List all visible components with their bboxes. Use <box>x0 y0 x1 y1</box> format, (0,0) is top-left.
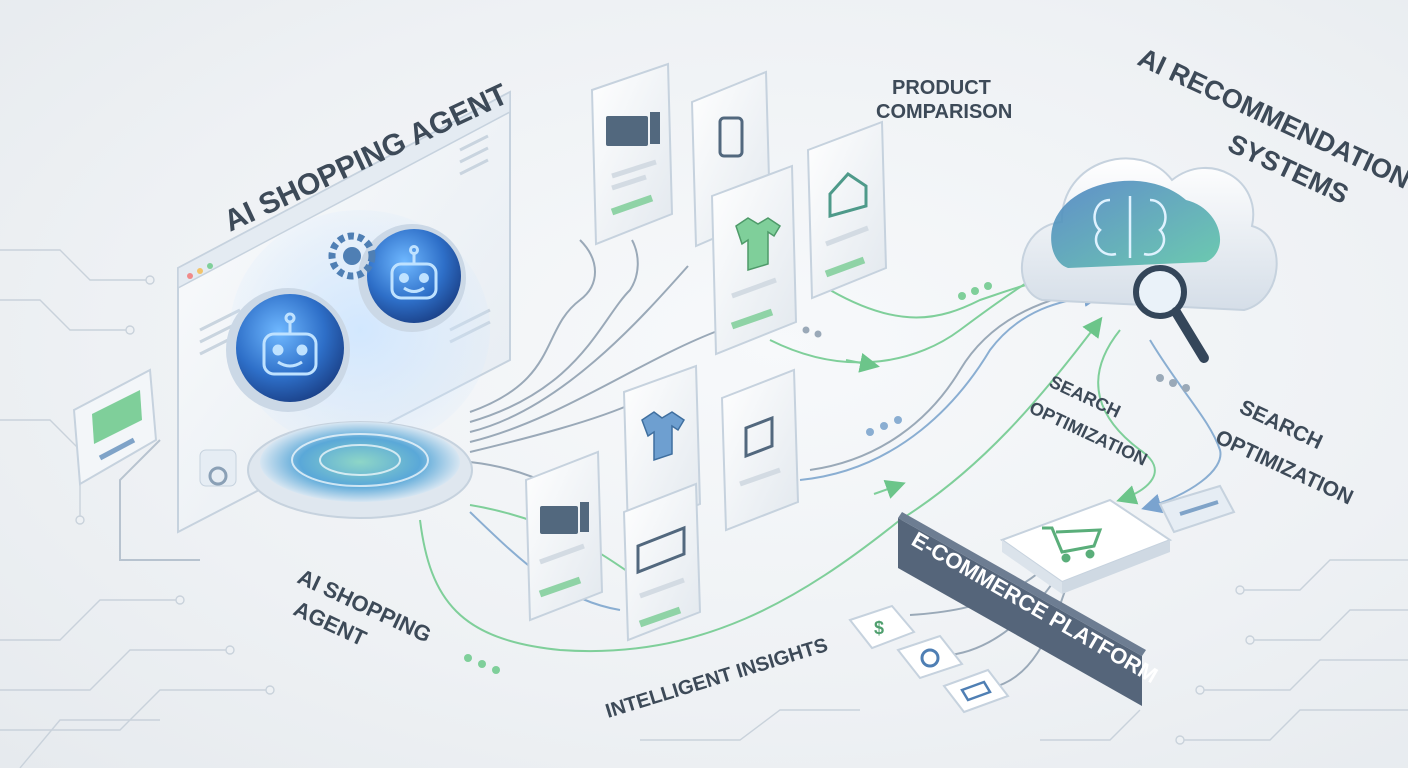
product-comparison-label: PRODUCT COMPARISON <box>876 77 1012 123</box>
credit-card-icon <box>960 680 992 702</box>
settings-gear-icon <box>208 466 228 486</box>
gear-icon <box>328 232 376 280</box>
product-card-sofa <box>622 482 702 642</box>
payment-card-panel <box>72 368 158 486</box>
dollar-icon: $ <box>874 618 884 638</box>
robot-icon <box>262 312 318 376</box>
robot-badge-left <box>226 288 350 412</box>
search-optimization-left-label: SEARCH OPTIMIZATION <box>1026 371 1150 469</box>
magnifier-icon <box>1133 265 1209 363</box>
product-card-tshirt <box>710 164 798 356</box>
product-card-house <box>806 120 888 300</box>
svg-text:COMPARISON: COMPARISON <box>876 101 1012 123</box>
card-tile <box>942 668 1010 714</box>
search-optimization-right-label: SEARCH OPTIMIZATION <box>1212 396 1357 510</box>
search-tag <box>1158 484 1236 534</box>
flow-dots <box>464 282 1190 674</box>
circuit-nodes <box>75 275 1255 745</box>
globe-tile <box>896 634 964 680</box>
robot-badge-right <box>358 224 466 332</box>
cart-platform-box <box>999 498 1173 594</box>
robot-icon <box>390 245 438 300</box>
globe-icon <box>920 648 940 668</box>
product-card-armchair <box>720 368 800 532</box>
svg-text:PRODUCT: PRODUCT <box>892 77 991 99</box>
product-card-monitor-lower <box>524 450 604 622</box>
agent-caption-label: AI SHOPPING AGENT <box>290 564 435 651</box>
recommendation-cloud <box>1020 157 1278 312</box>
product-card-monitor-top <box>590 62 674 246</box>
platform-banner <box>898 512 1146 706</box>
shopping-cart-icon <box>1042 526 1103 563</box>
dollar-tile <box>848 604 916 650</box>
circuit-traces <box>0 249 1408 768</box>
brain-icon <box>1093 196 1167 258</box>
